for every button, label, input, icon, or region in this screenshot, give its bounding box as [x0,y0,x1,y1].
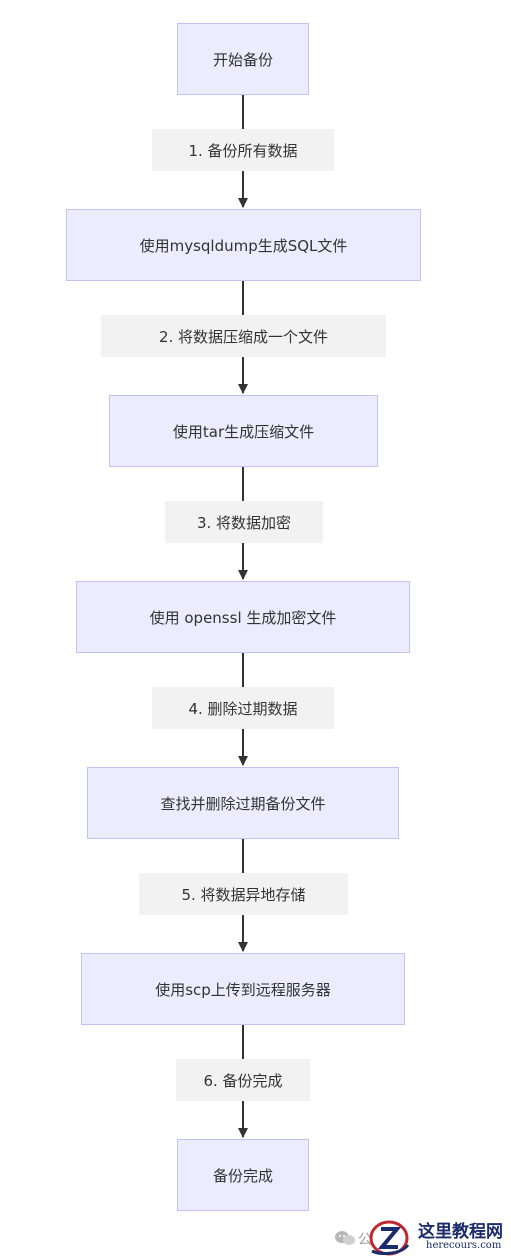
node-tar: 使用tar生成压缩文件 [109,395,378,467]
node-mysqldump: 使用mysqldump生成SQL文件 [66,209,421,281]
edge-label-6: 6. 备份完成 [176,1059,310,1101]
wechat-icon [334,1229,356,1251]
node-backup-complete: 备份完成 [177,1139,309,1211]
edge-label-3: 3. 将数据加密 [165,501,323,543]
edge-label-2: 2. 将数据压缩成一个文件 [101,315,386,357]
node-delete-expired: 查找并删除过期备份文件 [87,767,399,839]
watermark-subtitle: herecours.com [426,1240,502,1251]
edge-label-4: 4. 删除过期数据 [152,687,334,729]
edge-label-5: 5. 将数据异地存储 [139,873,348,915]
node-scp-upload: 使用scp上传到远程服务器 [81,953,405,1025]
node-start-backup: 开始备份 [177,23,309,95]
node-openssl: 使用 openssl 生成加密文件 [76,581,410,653]
site-logo-icon [369,1220,410,1256]
edge-label-1: 1. 备份所有数据 [152,129,334,171]
watermark-title: 这里教程网 [418,1222,503,1242]
watermark-prefix: 公 [358,1232,372,1248]
watermark: 公 这里教程网 herecours.com [330,1213,511,1259]
